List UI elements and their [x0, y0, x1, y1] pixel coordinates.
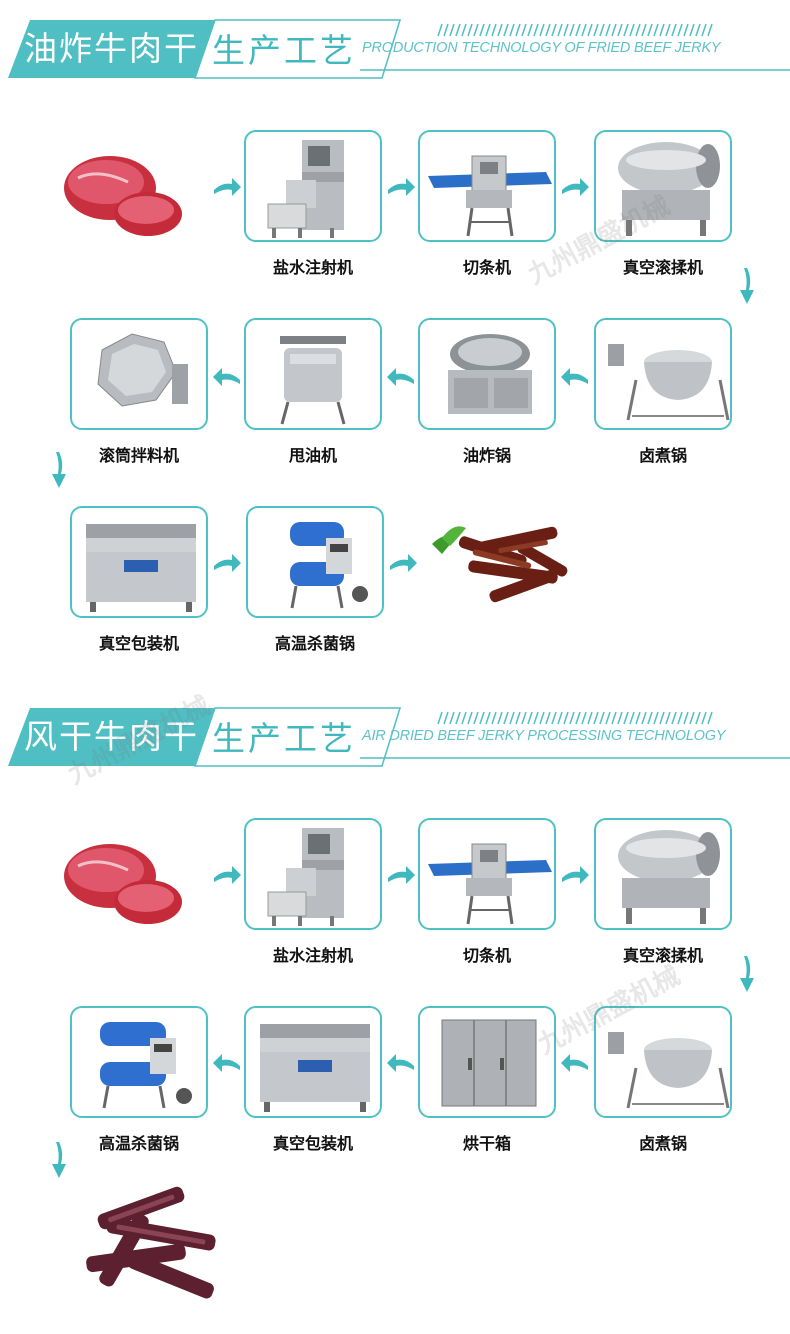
arrow-right-icon [388, 178, 415, 196]
arrow-right-icon [214, 866, 241, 884]
strip-cutter-machine-image [428, 155, 552, 237]
raw-beef-image [64, 844, 182, 924]
section-subtitle: 生产工艺 [212, 719, 356, 758]
step-vacuum-tumbler [594, 130, 732, 242]
oil-spinner-machine-image [280, 336, 346, 425]
arrow-left-icon [561, 1054, 588, 1072]
step-label: 真空滚揉机 [622, 258, 703, 277]
vacuum-tumbler-machine-image [618, 830, 720, 924]
section-title: 油炸牛肉干 [24, 29, 199, 68]
air-dried-beef-jerky-image [86, 1186, 216, 1299]
step-braising-pot [594, 1006, 732, 1118]
arrow-right-icon [562, 178, 589, 196]
arrow-left-icon [213, 1054, 240, 1072]
arrow-down-icon [740, 956, 754, 992]
arrow-down-icon [52, 452, 66, 488]
brine-injector-machine-image [267, 140, 344, 238]
fried-beef-jerky-image [432, 526, 568, 603]
arrow-down-icon [740, 268, 754, 304]
step-brine-injector [244, 818, 382, 930]
section-title: 风干牛肉干 [24, 717, 199, 756]
arrow-left-icon [387, 1054, 414, 1072]
arrow-left-icon [561, 368, 588, 386]
step-vacuum-packer [70, 506, 208, 618]
vacuum-packer-machine-image [260, 1024, 370, 1112]
strip-cutter-machine-image [428, 843, 552, 925]
step-label: 切条机 [462, 946, 511, 965]
drying-oven-machine-image [441, 1019, 537, 1107]
step-label: 盐水注射机 [272, 946, 353, 965]
step-label: 甩油机 [288, 446, 337, 465]
brine-injector-machine-image [267, 828, 344, 926]
vacuum-tumbler-machine-image [618, 142, 720, 236]
section-header-air-dried: 风干牛肉干 生产工艺 AIR DRIED BEEF JERKY PROCESSI… [0, 702, 790, 782]
sterilizer-machine-image [290, 522, 368, 609]
braising-pot-machine-image [608, 344, 730, 421]
arrow-down-icon [52, 1142, 66, 1178]
step-label: 切条机 [462, 258, 511, 277]
step-label: 盐水注射机 [272, 258, 353, 277]
section-header-fried: 油炸牛肉干 生产工艺 PRODUCTION TECHNOLOGY OF FRIE… [0, 14, 790, 94]
arrow-right-icon [562, 866, 589, 884]
section-subtitle: 生产工艺 [212, 31, 356, 70]
step-strip-cutter [418, 130, 556, 242]
step-label: 高温杀菌锅 [98, 1134, 179, 1153]
section-title-english: AIR DRIED BEEF JERKY PROCESSING TECHNOLO… [362, 728, 726, 744]
step-label: 真空滚揉机 [622, 946, 703, 965]
drum-seasoning-machine-image [97, 333, 188, 407]
step-drying-oven [418, 1006, 556, 1118]
braising-pot-machine-image [608, 1032, 730, 1109]
header-banner-graphic [8, 19, 790, 79]
step-brine-injector [244, 130, 382, 242]
arrow-right-icon [214, 554, 241, 572]
step-label: 卤煮锅 [638, 446, 687, 465]
step-sterilizer [70, 1006, 208, 1118]
arrow-left-icon [387, 368, 414, 386]
sterilizer-machine-image [100, 1022, 192, 1109]
section-title-english: PRODUCTION TECHNOLOGY OF FRIED BEEF JERK… [362, 40, 721, 56]
step-label: 高温杀菌锅 [274, 634, 355, 653]
step-vacuum-tumbler [594, 818, 732, 930]
arrow-left-icon [213, 368, 240, 386]
header-banner-graphic [8, 707, 790, 767]
vacuum-packer-machine-image [86, 524, 196, 612]
step-sterilizer [246, 506, 384, 618]
arrow-right-icon [388, 866, 415, 884]
step-label: 滚筒拌料机 [98, 446, 179, 465]
step-label: 卤煮锅 [638, 1134, 687, 1153]
raw-beef-image [64, 156, 182, 236]
arrow-right-icon [214, 178, 241, 196]
step-drum-seasoning-machine [70, 318, 208, 430]
step-label: 真空包装机 [98, 634, 179, 653]
step-oil-spinner [244, 318, 382, 430]
step-label: 烘干箱 [462, 1134, 511, 1153]
deep-fryer-machine-image [448, 334, 532, 414]
step-strip-cutter [418, 818, 556, 930]
step-deep-fryer [418, 318, 556, 430]
arrow-right-icon [390, 554, 417, 572]
step-braising-pot [594, 318, 732, 430]
step-vacuum-packer [244, 1006, 382, 1118]
step-label: 真空包装机 [272, 1134, 353, 1153]
step-label: 油炸锅 [462, 446, 511, 465]
